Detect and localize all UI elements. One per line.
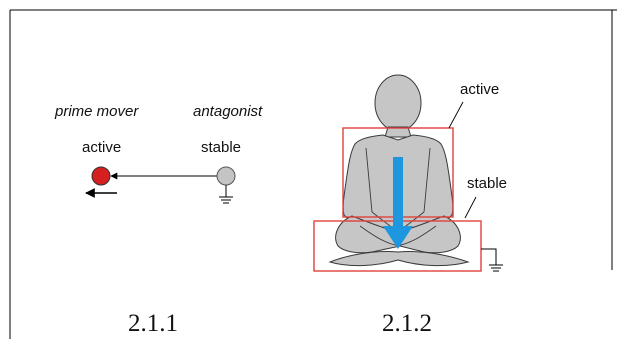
downward-force-arrow (383, 157, 413, 249)
ground-icon-right (481, 248, 503, 272)
active-label-left: active (82, 139, 121, 156)
antagonist-label: antagonist (193, 103, 263, 120)
figure-head (374, 74, 422, 132)
diagram-2-1-2: active stable 2.1.2 (313, 74, 507, 337)
caption-2-1-2: 2.1.2 (382, 310, 432, 337)
active-label-right: active (460, 81, 499, 98)
active-node (91, 166, 111, 186)
figure-feet (328, 251, 470, 267)
ground-icon-left (219, 185, 233, 204)
diagram-2-1-1: prime mover antagonist active stable 2.1… (54, 103, 263, 337)
stable-node (216, 166, 236, 186)
caption-2-1-1: 2.1.1 (128, 310, 178, 337)
stable-label-right: stable (467, 175, 507, 192)
prime-mover-label: prime mover (54, 103, 139, 120)
active-leader-line (448, 101, 464, 129)
stable-leader-line (464, 196, 477, 219)
stable-label-left: stable (201, 139, 241, 156)
